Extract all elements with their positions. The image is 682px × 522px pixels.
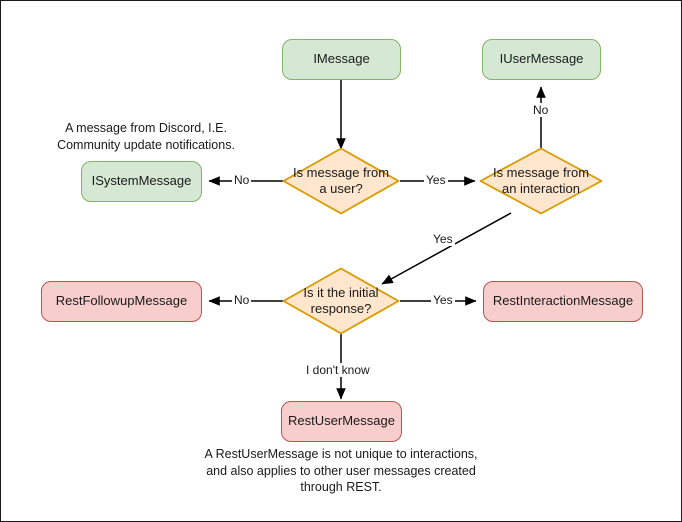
- edge-label-user-yes: Yes: [424, 173, 448, 187]
- node-decision-is-it-the-initial-response-label: Is it the initial response?: [303, 284, 379, 316]
- node-restinteractionmessage-label: RestInteractionMessage: [492, 293, 634, 309]
- diamond-shape: [479, 147, 603, 215]
- edge-label-initial-no: No: [232, 293, 252, 307]
- node-decision-is-message-from-a-user-label: Is message from a user?: [292, 164, 390, 196]
- node-isystemmessage-label: ISystemMessage: [91, 173, 192, 189]
- node-decision-is-it-the-initial-response[interactable]: Is it the initial response?: [282, 267, 400, 335]
- diamond-shape: [282, 147, 400, 215]
- node-isystemmessage[interactable]: ISystemMessage: [81, 161, 202, 202]
- node-imessage[interactable]: IMessage: [282, 39, 401, 80]
- node-restfollowupmessage[interactable]: RestFollowupMessage: [41, 281, 202, 322]
- node-restinteractionmessage[interactable]: RestInteractionMessage: [483, 281, 643, 322]
- note-system-message: A message from Discord, I.E. Community u…: [57, 121, 235, 152]
- edge-label-initial-i-dont-know: I don't know: [304, 363, 372, 377]
- node-restfollowupmessage-label: RestFollowupMessage: [55, 293, 188, 309]
- edge-label-interaction-no: No: [531, 103, 551, 117]
- node-imessage-label: IMessage: [313, 51, 370, 67]
- edge-label-user-no: No: [232, 173, 252, 187]
- node-decision-is-message-from-an-interaction[interactable]: Is message from an interaction: [479, 147, 603, 215]
- note-rest-user-message: A RestUserMessage is not unique to inter…: [204, 447, 478, 494]
- edge-label-initial-yes: Yes: [431, 293, 455, 307]
- node-decision-is-message-from-an-interaction-label: Is message from an interaction: [492, 164, 590, 196]
- node-iusermessage-label: IUserMessage: [499, 51, 584, 67]
- node-decision-is-message-from-a-user[interactable]: Is message from a user?: [282, 147, 400, 215]
- edge-label-interaction-yes: Yes: [431, 232, 455, 246]
- node-restusermessage-label: RestUserMessage: [288, 413, 395, 429]
- diamond-shape: [282, 267, 400, 335]
- node-restusermessage[interactable]: RestUserMessage: [281, 401, 402, 442]
- node-iusermessage[interactable]: IUserMessage: [482, 39, 601, 80]
